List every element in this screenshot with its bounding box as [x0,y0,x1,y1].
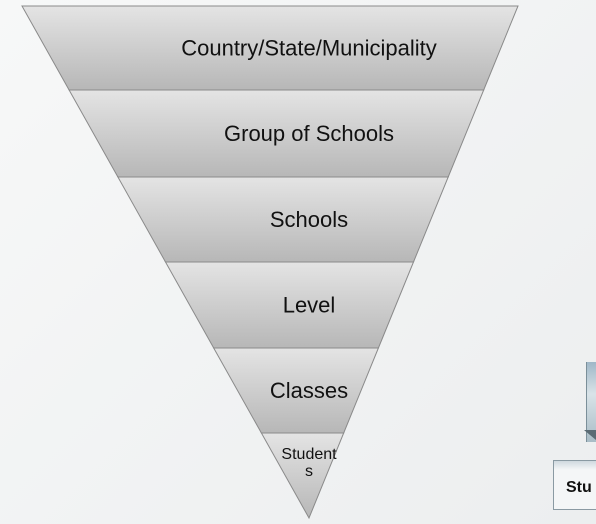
funnel-level-label-3: Schools [270,207,348,232]
funnel-band-6 [260,432,345,520]
funnel-level-label-4: Level [283,293,336,318]
funnel-level-label-2: Group of Schools [224,121,394,146]
funnel-level-label-6-line-1: Student [281,446,337,463]
funnel-level-label-5: Classes [270,378,348,403]
thumbnail-label: Stu [566,479,592,496]
funnel-level-label-6-line-2: s [305,463,313,480]
thumbnail-card: Stu [553,460,596,510]
funnel-level-label-1: Country/State/Municipality [181,36,437,61]
thumbnail-screen-stack [586,362,596,442]
thumbnail-arrow-icon [584,430,596,440]
